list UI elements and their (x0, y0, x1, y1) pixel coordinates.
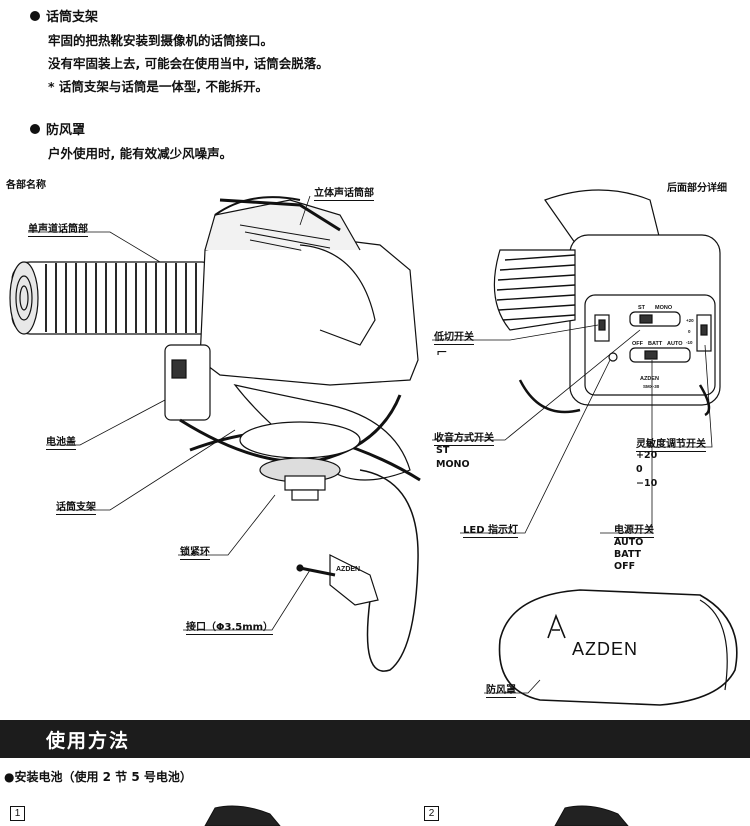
label-windscreen: 防风罩 (486, 681, 516, 698)
right-diagram-title: 后面部分详细 (667, 183, 727, 194)
section-heading: 话筒支架 (30, 6, 98, 25)
power-option-batt: BATT (614, 549, 642, 560)
panel-brand-text: AZDEN (640, 376, 659, 382)
lowcut-symbol-icon: ⌐ (436, 345, 448, 361)
label-power-switch: 电源开关 (614, 521, 654, 538)
sensitivity-option-plus20: +20 (636, 450, 658, 461)
body-line: 没有牢固装上去, 可能会在使用当中, 话筒会脱落。 (48, 56, 329, 71)
body-line: * 话筒支架与话筒是一体型, 不能拆开。 (48, 79, 268, 94)
usage-title: 使用方法 (46, 730, 131, 752)
sensitivity-option-minus10: −10 (636, 478, 658, 489)
label-battery-cover: 电池盖 (46, 433, 76, 450)
mic-step1-illustration (204, 805, 281, 826)
panel-off-text: OFF (632, 341, 644, 347)
left-diagram-title: 各部名称 (6, 180, 46, 191)
bullet-icon (30, 124, 40, 134)
plug-brand-text: AZDEN (336, 566, 360, 573)
body-line: 户外使用时, 能有效减少风噪声。 (48, 146, 233, 161)
usage-title-bar: 使用方法 (0, 720, 750, 758)
mic-step2-illustration (554, 805, 629, 826)
sensitivity-option-zero: 0 (636, 464, 643, 475)
label-jack: 接口（Φ3.5mm） (186, 618, 274, 635)
panel-auto-text: AUTO (667, 341, 683, 347)
label-mic-holder: 话筒支架 (56, 498, 96, 515)
section-heading: 防风罩 (30, 119, 85, 138)
label-lowcut-switch: 低切开关 (434, 328, 474, 345)
label-lock-ring: 锁紧环 (180, 543, 210, 560)
battery-install-heading: ●安装电池（使用 2 节 5 号电池） (4, 770, 192, 784)
panel-mono-text: MONO (655, 305, 673, 311)
mode-option-st: ST (436, 445, 450, 456)
mode-option-mono: MONO (436, 459, 470, 470)
panel-minus10-text: -10 (686, 340, 693, 345)
power-option-auto: AUTO (614, 537, 644, 548)
label-mode-switch: 收音方式开关 (434, 429, 494, 446)
label-stereo-mic: 立体声话筒部 (314, 184, 374, 201)
panel-model-text: SMX-30 (643, 384, 660, 389)
label-led-indicator: LED 指示灯 (463, 521, 518, 538)
panel-zero-text: 0 (688, 329, 691, 334)
body-line: 牢固的把热靴安装到摄像机的话筒接口。 (48, 33, 274, 48)
step-number-1: 1 (10, 806, 25, 821)
step-number-2: 2 (424, 806, 439, 821)
label-sensitivity-switch: 灵敏度调节开关 (636, 435, 706, 452)
label-mono-mic: 单声道话筒部 (28, 220, 88, 237)
windscreen-brand-text: AZDEN (572, 639, 638, 659)
power-option-off: OFF (614, 561, 636, 572)
bullet-icon (30, 11, 40, 21)
heading-text: 防风罩 (46, 123, 86, 138)
heading-text: 话筒支架 (46, 10, 99, 25)
panel-st-text: ST (638, 305, 646, 311)
panel-batt-text: BATT (648, 341, 663, 347)
panel-plus20-text: +20 (686, 318, 694, 323)
microphone-illustration: ST MONO OFF BATT AUTO AZDEN SMX-30 +20 0… (9, 189, 738, 706)
